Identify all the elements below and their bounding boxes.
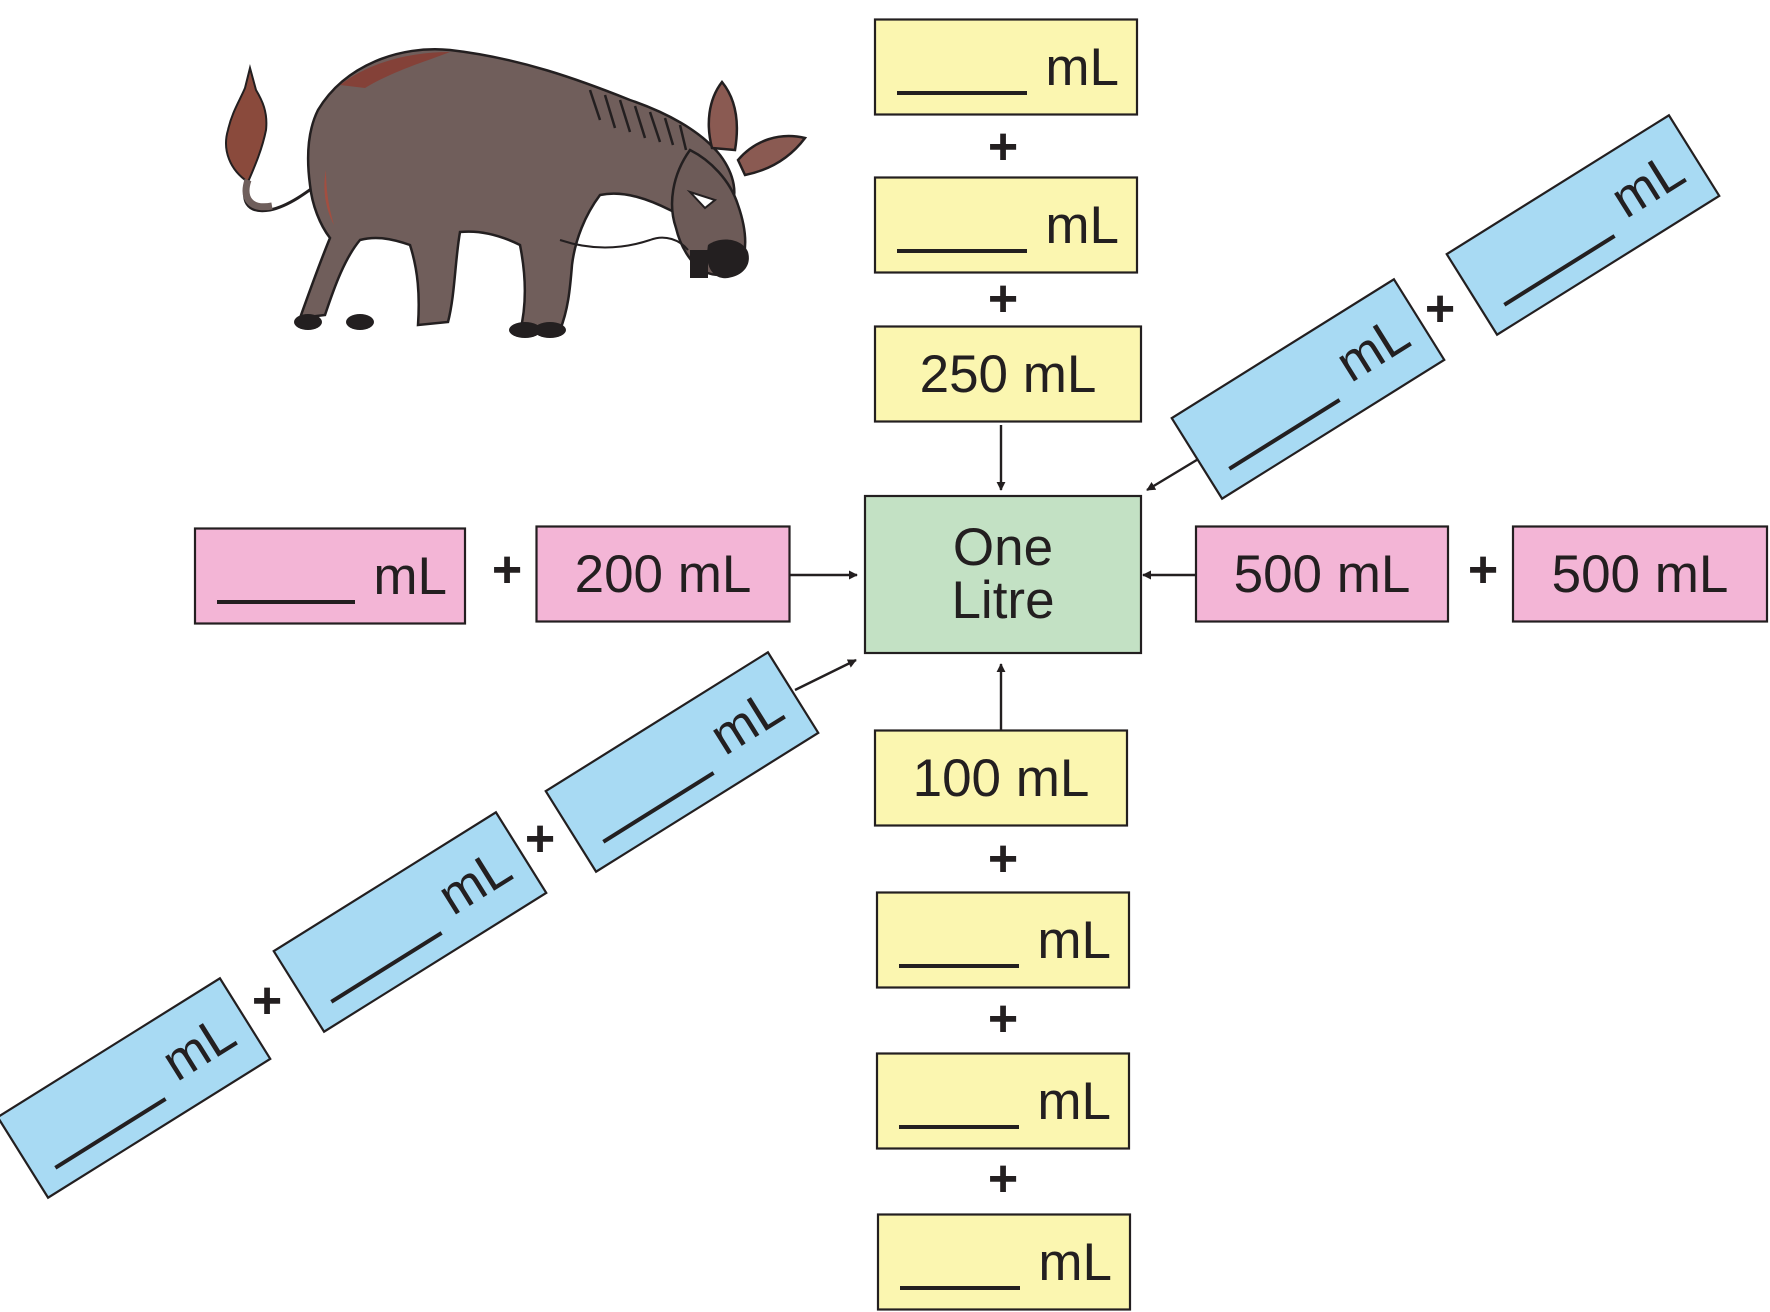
answer-blank[interactable] [1503, 234, 1616, 307]
box-bg [193, 527, 467, 625]
top-group-box-2: mL [873, 176, 1139, 274]
left-group-box-1: mL [193, 527, 467, 625]
box-unit: mL [1045, 196, 1119, 255]
box-unit: mL [1038, 1233, 1112, 1292]
center-box: One Litre [863, 494, 1143, 655]
answer-blank[interactable] [1228, 398, 1341, 471]
bottom-group-box-3: mL [875, 1052, 1131, 1150]
bottom-group-plus-1: + [988, 830, 1018, 888]
bottom-group-plus-3: + [988, 1150, 1018, 1208]
box-value: 500 mL [1552, 545, 1729, 604]
upper-right-group-plus-1: + [1425, 280, 1455, 338]
box-value: 500 mL [1234, 545, 1411, 604]
answer-blank[interactable] [602, 771, 715, 844]
lower-left-group-plus-1: + [252, 972, 282, 1030]
bull-illustration [225, 48, 808, 338]
box-unit: mL [1037, 911, 1111, 970]
bottom-group-plus-2: + [988, 990, 1018, 1048]
box-bg [535, 525, 791, 623]
upper-right-group-box-2: mL [1445, 113, 1721, 337]
arrows [790, 425, 1206, 730]
right-group-box-2: 500 mL [1511, 525, 1769, 623]
box-bg [873, 18, 1139, 116]
box-bg [272, 810, 548, 1034]
lower-left-group-box-1: mL [0, 976, 272, 1200]
box-bg [1511, 525, 1769, 623]
box-unit: mL [1037, 1072, 1111, 1131]
box-value: 200 mL [575, 545, 752, 604]
box-bg [0, 976, 272, 1200]
left-group-plus-1: + [492, 541, 522, 599]
box-bg [875, 1052, 1131, 1150]
bottom-group-box-1: 100 mL [873, 729, 1129, 827]
arrow-lower-left [794, 658, 857, 692]
right-group-plus-1: + [1468, 541, 1498, 599]
top-group-plus-2: + [988, 270, 1018, 328]
bottom-group-box-4: mL [876, 1213, 1132, 1311]
box-bg [876, 1213, 1132, 1311]
bottom-group-box-2: mL [875, 891, 1131, 989]
box-bg [1445, 113, 1721, 337]
center-line2: Litre [951, 571, 1054, 630]
box-bg [1194, 525, 1450, 623]
top-group-box-3: 250 mL [873, 325, 1143, 423]
lower-left-group-plus-2: + [525, 810, 555, 868]
lower-left-group-box-2: mL [272, 810, 548, 1034]
top-group-box-1: mL [873, 18, 1139, 116]
box-bg [1170, 277, 1446, 501]
center-line1: One [953, 518, 1053, 577]
center-box-bg [863, 494, 1143, 655]
box-bg [875, 891, 1131, 989]
box-bg [873, 729, 1129, 827]
arrow-upper-right [1146, 453, 1206, 492]
right-group-box-1: 500 mL [1194, 525, 1450, 623]
lower-left-group-box-3: mL [544, 650, 820, 874]
box-unit: mL [373, 547, 447, 606]
plus-signs: + + + + + + + + + + [252, 118, 1498, 1208]
box-bg [544, 650, 820, 874]
box-value: 250 mL [920, 345, 1097, 404]
answer-blank[interactable] [54, 1097, 167, 1170]
box-value: 100 mL [913, 749, 1090, 808]
top-group-plus-1: + [988, 118, 1018, 176]
answer-blank[interactable] [330, 931, 443, 1004]
box-bg [873, 325, 1143, 423]
left-group-box-2: 200 mL [535, 525, 791, 623]
box-unit: mL [1045, 38, 1119, 97]
box-bg [873, 176, 1139, 274]
upper-right-group-box-1: mL [1170, 277, 1446, 501]
